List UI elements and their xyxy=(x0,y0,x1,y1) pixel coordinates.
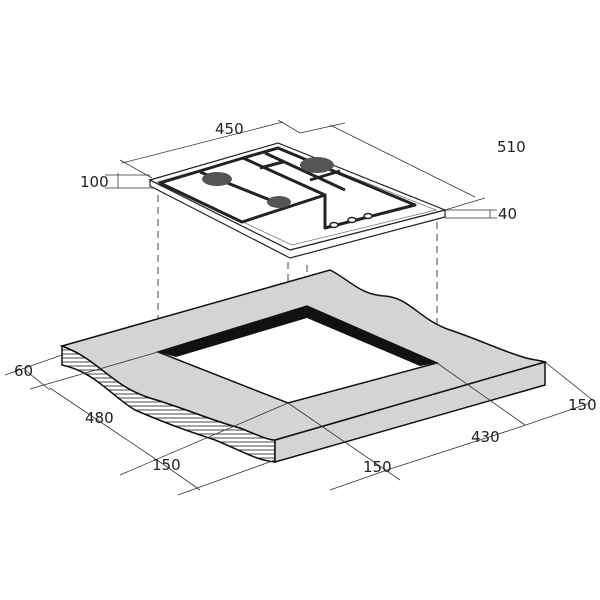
countertop xyxy=(59,269,548,463)
burner-icon xyxy=(267,196,291,208)
knob-icon xyxy=(329,221,339,229)
cutout-edge-back-right xyxy=(307,306,437,366)
dim-hob-depth: 510 xyxy=(497,138,526,156)
dim-side-margin-right: 150 xyxy=(568,396,597,414)
knob-icon xyxy=(347,216,357,224)
dim-hob-below: 40 xyxy=(498,205,517,223)
dim-countertop-thickness: 60 xyxy=(14,362,33,380)
dimension-labels: 450 510 100 40 60 480 150 150 430 150 xyxy=(14,120,597,476)
gas-hob xyxy=(148,142,447,259)
control-knobs xyxy=(329,212,373,229)
dim-side-margin-left: 150 xyxy=(363,458,392,476)
dim-cutout-width: 430 xyxy=(471,428,500,446)
knob-icon xyxy=(363,212,373,220)
dimension-lines xyxy=(4,119,596,496)
projection-lines xyxy=(157,195,438,403)
dim-front-margin: 150 xyxy=(152,456,181,474)
dim-hob-height: 100 xyxy=(80,173,109,191)
burner-icon xyxy=(202,172,232,186)
dim-hob-width: 450 xyxy=(215,120,244,138)
burner-icon xyxy=(300,157,334,173)
cutout-edge-back-left xyxy=(158,306,307,357)
dim-cutout-depth: 480 xyxy=(85,409,114,427)
